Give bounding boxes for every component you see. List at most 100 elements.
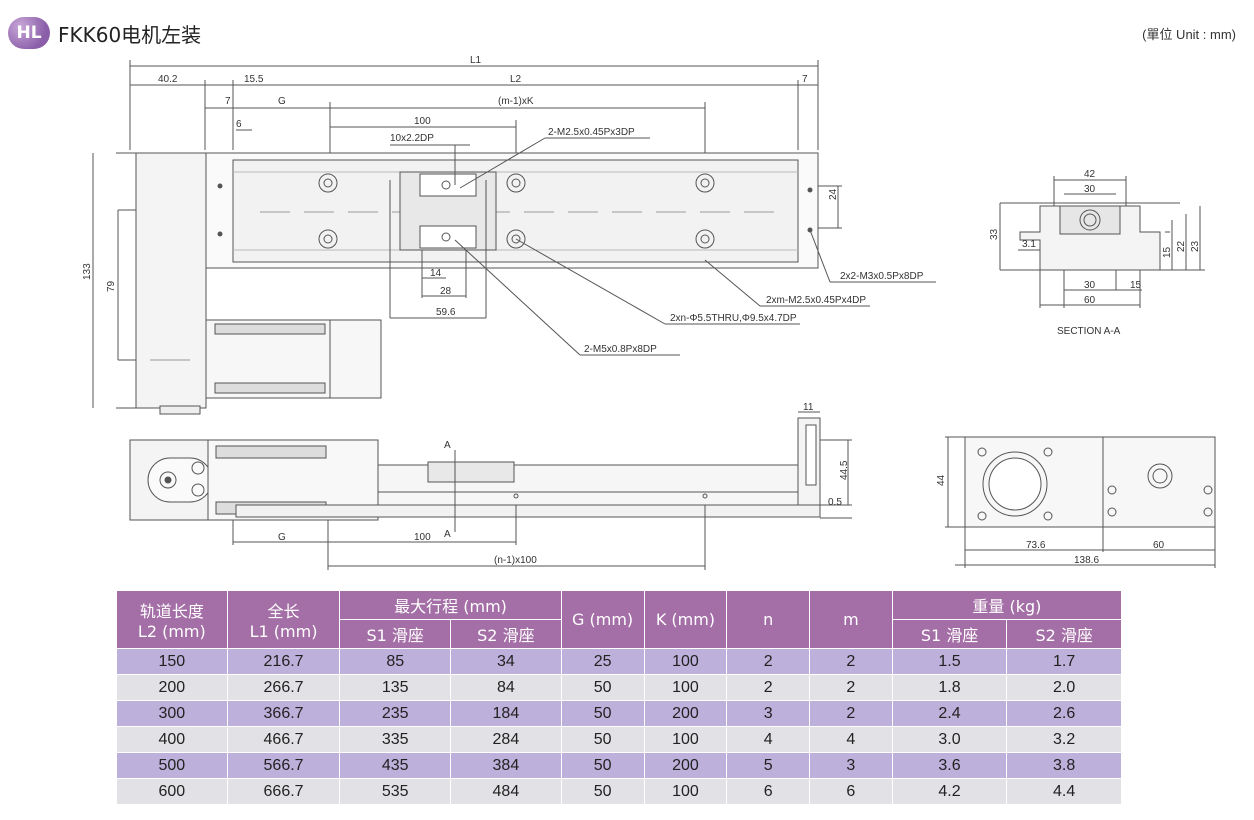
- top-view: [92, 60, 936, 415]
- section-mark-a-top: A: [444, 440, 451, 451]
- table-cell: 4.4: [1006, 778, 1122, 805]
- table-cell: 6: [809, 778, 893, 805]
- table-cell: 3.8: [1006, 752, 1122, 779]
- dim-100-side: 100: [414, 532, 431, 543]
- dim-6: 6: [236, 119, 242, 130]
- page-header: HL FKK60电机左装: [8, 16, 201, 50]
- dim-24: 24: [828, 188, 839, 200]
- table-cell: 150: [116, 648, 228, 675]
- table-cell: 3.0: [891, 726, 1008, 753]
- dim-33: 33: [989, 228, 1000, 240]
- dim-100-top: 100: [414, 116, 431, 127]
- dim-30-bottom: 30: [1084, 280, 1096, 291]
- technical-drawing: L1 40.2 15.5 L2 7 7 G (m-1)xK 6 100 10x2…: [82, 55, 1216, 570]
- dim-30-top: 30: [1084, 184, 1096, 195]
- header-stroke-s2: S2 滑座: [450, 619, 562, 649]
- table-cell: 466.7: [226, 726, 341, 753]
- table-cell: 200: [643, 752, 728, 779]
- header-l1-en: L1 (mm): [249, 622, 318, 641]
- table-cell: 300: [116, 700, 228, 727]
- dim-7-right: 7: [802, 74, 808, 85]
- table-cell: 566.7: [226, 752, 341, 779]
- table-cell: 284: [450, 726, 562, 753]
- dim-23: 23: [1190, 240, 1201, 252]
- table-cell: 135: [339, 674, 452, 701]
- table-cell: 200: [643, 700, 728, 727]
- dim-7-left: 7: [225, 96, 231, 107]
- table-cell: 266.7: [226, 674, 341, 701]
- table-cell: 2.4: [891, 700, 1008, 727]
- callout-2xm-m2-5: 2xm-M2.5x0.45Px4DP: [766, 295, 866, 306]
- table-cell: 100: [643, 674, 728, 701]
- header-l1-cn: 全长: [267, 602, 300, 621]
- table-cell: 2: [809, 674, 893, 701]
- table-cell: 50: [560, 674, 645, 701]
- end-view: [945, 436, 1216, 568]
- header-l2-en: L2 (mm): [137, 622, 206, 641]
- table-cell: 2: [726, 674, 811, 701]
- dim-22: 22: [1176, 240, 1187, 252]
- callout-m2-5-3dp: 2-M2.5x0.45Px3DP: [548, 127, 635, 138]
- table-cell: 3.6: [891, 752, 1008, 779]
- dim-60-end: 60: [1153, 540, 1165, 551]
- unit-label: (單位 Unit : mm): [1142, 27, 1236, 42]
- table-cell: 366.7: [226, 700, 341, 727]
- table-cell: 1.5: [891, 648, 1008, 675]
- header-l2: 轨道长度 L2 (mm): [116, 590, 228, 649]
- table-cell: 666.7: [226, 778, 341, 805]
- dim-10x2-2dp: 10x2.2DP: [390, 133, 434, 144]
- table-cell: 4: [726, 726, 811, 753]
- table-cell: 50: [560, 752, 645, 779]
- header-stroke-s1: S1 滑座: [339, 619, 452, 649]
- dim-133: 133: [82, 263, 93, 280]
- header-g: G (mm): [560, 590, 645, 649]
- dim-15-bottom: 15: [1130, 280, 1142, 291]
- dim-73-6: 73.6: [1026, 540, 1046, 551]
- dim-3-1: 3.1: [1022, 239, 1036, 250]
- table-cell: 100: [643, 726, 728, 753]
- section-mark-a-bottom: A: [444, 529, 451, 540]
- table-cell: 34: [450, 648, 562, 675]
- table-cell: 2: [726, 648, 811, 675]
- dim-g-side: G: [278, 532, 286, 543]
- header-weight-s2: S2 滑座: [1006, 619, 1122, 649]
- table-cell: 5: [726, 752, 811, 779]
- table-cell: 2.6: [1006, 700, 1122, 727]
- dim-l1: L1: [470, 55, 482, 66]
- table-cell: 435: [339, 752, 452, 779]
- callout-2x2-m3: 2x2-M3x0.5Px8DP: [840, 271, 924, 282]
- dim-m-k: (m-1)xK: [498, 96, 534, 107]
- section-label: SECTION A-A: [1057, 326, 1121, 337]
- dim-g-top: G: [278, 96, 286, 107]
- dim-44-5: 44.5: [839, 460, 850, 480]
- dim-44: 44: [936, 474, 947, 486]
- dim-28: 28: [440, 286, 452, 297]
- dim-n-100: (n-1)x100: [494, 555, 537, 566]
- dim-79: 79: [106, 280, 117, 292]
- dim-60-section: 60: [1084, 295, 1096, 306]
- table-cell: 500: [116, 752, 228, 779]
- table-cell: 484: [450, 778, 562, 805]
- table-cell: 600: [116, 778, 228, 805]
- table-cell: 2: [809, 648, 893, 675]
- dim-40-2: 40.2: [158, 74, 178, 85]
- hl-logo-icon: HL: [8, 17, 50, 49]
- header-l2-cn: 轨道长度: [139, 602, 204, 621]
- header-l1: 全长 L1 (mm): [226, 590, 341, 649]
- callout-2-m5: 2-M5x0.8Px8DP: [584, 344, 657, 355]
- dim-59-6: 59.6: [436, 307, 456, 318]
- table-cell: 535: [339, 778, 452, 805]
- table-cell: 84: [450, 674, 562, 701]
- header-m: m: [809, 590, 893, 649]
- side-view: [129, 411, 852, 570]
- table-cell: 384: [450, 752, 562, 779]
- section-view: [999, 176, 1205, 308]
- header-weight-s1: S1 滑座: [891, 619, 1008, 649]
- dim-l2: L2: [510, 74, 522, 85]
- callout-2xn-phi: 2xn-Φ5.5THRU,Φ9.5x4.7DP: [670, 313, 797, 324]
